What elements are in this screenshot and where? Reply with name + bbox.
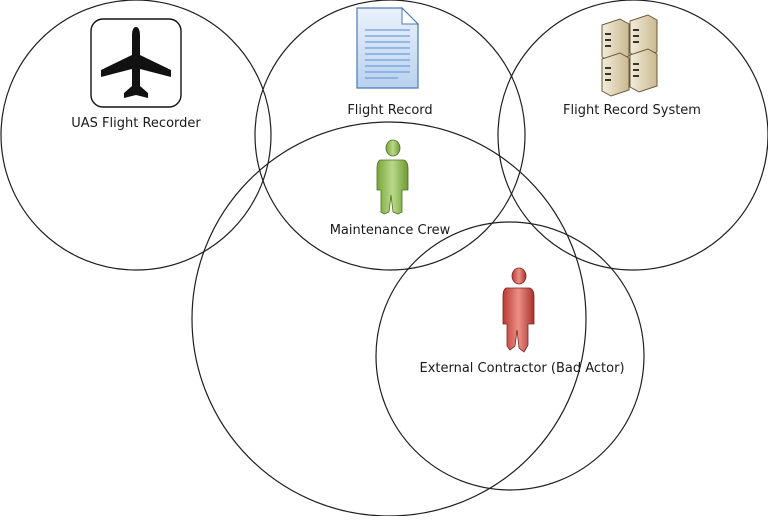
document-icon — [356, 6, 420, 89]
label-maintenance-crew: Maintenance Crew — [329, 223, 451, 238]
circle-flight-record-system — [497, 0, 768, 271]
circle-flight-record — [254, 0, 526, 271]
label-uas-flight-recorder: UAS Flight Recorder — [71, 116, 201, 131]
maintenance-crew-person-icon — [376, 139, 409, 215]
external-contractor-person-icon — [502, 267, 535, 353]
circle-external-contractor — [375, 221, 645, 491]
server-rack-icon — [601, 14, 658, 97]
label-flight-record-system: Flight Record System — [563, 103, 701, 118]
airplane-icon — [90, 18, 182, 108]
label-flight-record: Flight Record — [347, 103, 433, 118]
circle-uas-flight-recorder — [0, 0, 272, 271]
label-external-contractor: External Contractor (Bad Actor) — [419, 361, 625, 376]
